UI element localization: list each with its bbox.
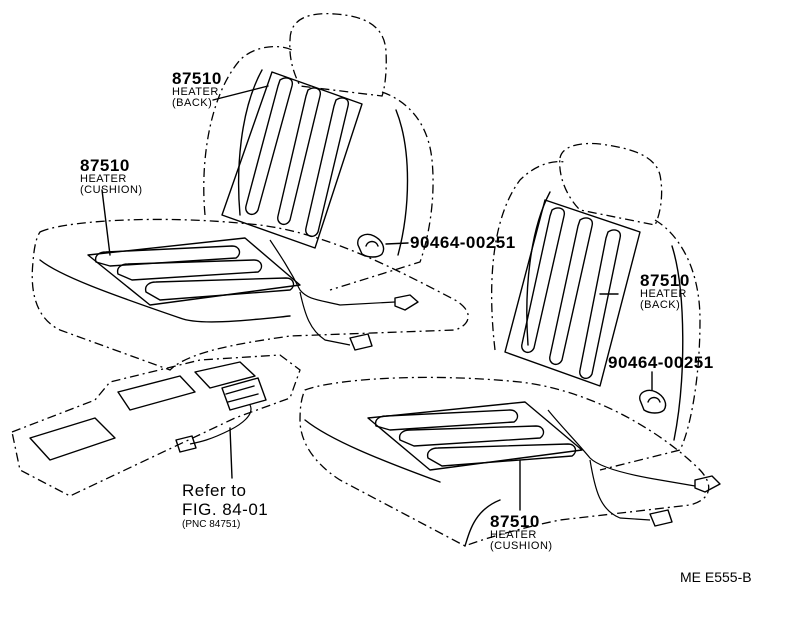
console-tray-2	[117, 375, 196, 411]
right-cushion-heater-slot-3	[426, 443, 577, 467]
refer-line-3: (PNC 84751)	[182, 519, 241, 530]
part-number: 87510	[172, 69, 222, 88]
left-connector-1	[394, 294, 419, 311]
figure-code: ME E555-B	[680, 569, 752, 585]
right-seat	[299, 142, 721, 547]
left-cushion-front	[39, 259, 291, 323]
left-seatback-inner	[237, 69, 409, 256]
left-cushion-heater-slot-1	[94, 245, 241, 267]
clip-right	[639, 371, 667, 414]
right-cushion-heater-pad	[367, 401, 583, 471]
left-cushion-heater-slot-2	[116, 259, 263, 281]
refer-line-1: Refer to	[182, 481, 247, 500]
right-connector-1	[694, 475, 721, 493]
cushion-heater-label-right: 87510 HEATER (CUSHION)	[490, 513, 553, 552]
right-cushion-heater-slot-1	[374, 409, 519, 431]
left-seatback	[203, 45, 434, 291]
clip-label-right: 90464-00251	[608, 353, 714, 372]
part-qualifier: (BACK)	[640, 299, 681, 311]
left-back-heater-slot-1	[245, 77, 294, 216]
part-number: 87510	[640, 271, 690, 290]
part-qualifier: (CUSHION)	[80, 184, 143, 196]
part-qualifier: (BACK)	[172, 97, 213, 109]
right-back-heater-slot-3	[579, 229, 622, 380]
left-cushion	[31, 218, 469, 371]
back-heater-label-left: 87510 HEATER (BACK)	[172, 70, 222, 109]
part-name: HEATER	[640, 288, 687, 300]
cushion-heater-label-left: 87510 HEATER (CUSHION)	[80, 157, 143, 196]
left-cushion-heater-slot-3	[144, 277, 295, 301]
left-headrest	[289, 12, 387, 97]
part-number: 87510	[80, 156, 130, 175]
left-cushion-heater-pad	[87, 237, 301, 306]
right-cushion-front	[304, 419, 501, 547]
console-tray-1	[29, 417, 116, 461]
left-back-heater-slot-2	[277, 87, 322, 226]
switch-wire	[189, 404, 252, 445]
left-back-heater-slot-3	[305, 97, 350, 238]
refer-line-2: FIG. 84-01	[182, 500, 269, 519]
clip-label-upper: 90464-00251	[410, 233, 516, 252]
part-name: HEATER	[172, 86, 219, 98]
right-back-heater-slot-1	[521, 207, 566, 354]
part-name: HEATER	[490, 529, 537, 541]
left-harness	[269, 239, 396, 346]
refer-label: Refer to FIG. 84-01 (PNC 84751)	[182, 482, 268, 530]
left-seat	[31, 12, 469, 371]
clip-upper	[357, 233, 409, 258]
part-name: HEATER	[80, 173, 127, 185]
right-cushion-heater-slot-2	[398, 425, 545, 447]
refer-leader	[229, 427, 233, 479]
part-number: 87510	[490, 512, 540, 531]
right-connector-2	[649, 509, 673, 527]
right-headrest	[559, 142, 663, 226]
heater-switch	[221, 377, 267, 411]
back-heater-label-right: 87510 HEATER (BACK)	[640, 272, 690, 311]
right-harness	[547, 409, 696, 521]
leader-lines	[101, 85, 619, 511]
right-back-heater-slot-2	[549, 217, 594, 366]
switch-connector	[175, 435, 197, 453]
right-seatback-inner	[526, 191, 684, 441]
console-tray-3	[194, 361, 256, 389]
left-back-heater-pad	[221, 71, 363, 249]
right-back-heater-pad	[504, 199, 641, 387]
right-cushion	[299, 376, 710, 547]
part-qualifier: (CUSHION)	[490, 540, 553, 552]
console-body	[11, 354, 301, 497]
left-connector-2	[349, 333, 373, 351]
right-seatback	[490, 160, 701, 471]
console	[11, 354, 301, 497]
